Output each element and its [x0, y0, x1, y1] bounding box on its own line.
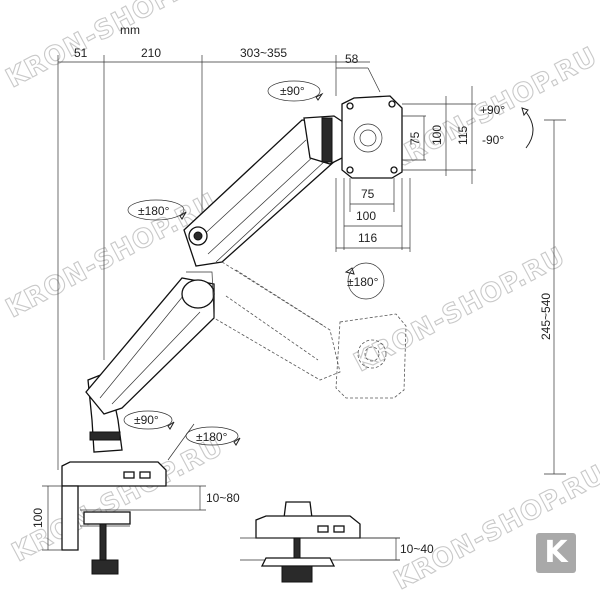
plate-h-100: 100: [356, 209, 376, 223]
rot-plate-top: ±90°: [280, 84, 305, 98]
vesa-plate-top: 75 100 115 75 100 116: [335, 86, 476, 252]
pole-ring: [89, 431, 121, 441]
dim-303-355: 303~355: [240, 46, 287, 60]
plate-v-100: 100: [430, 125, 444, 145]
brand-logo: K: [536, 533, 576, 573]
rot-plate: ±180°: [347, 275, 379, 289]
clamp-screw: [99, 523, 107, 565]
rot-elbow: ±180°: [138, 204, 170, 218]
plate-h-75: 75: [361, 187, 375, 201]
grommet-mount: 10~40: [240, 501, 434, 583]
clamp-body: [61, 485, 79, 551]
dim-58: 58: [345, 52, 359, 66]
vesa-plate: [341, 95, 403, 179]
grommet-desk: 10~40: [400, 542, 434, 556]
watermark-5: KRON-SHOP.RU: [7, 432, 228, 569]
elbow-joint: [181, 279, 215, 309]
watermark-6: KRON-SHOP.RU: [389, 460, 600, 597]
plate-v-75: 75: [408, 131, 422, 145]
height-range: 245~540: [539, 293, 553, 340]
grommet-plate: [260, 557, 336, 567]
height-dimension: 245~540: [539, 119, 566, 475]
unit-label: mm: [120, 23, 140, 37]
rot-base-swivel: ±90°: [134, 413, 159, 427]
watermark-1: KRON-SHOP.RU: [1, 0, 222, 94]
dim-51: 51: [74, 46, 88, 60]
watermark-4: KRON-SHOP.RU: [349, 242, 570, 379]
plate-v-115: 115: [456, 126, 470, 145]
monitor-arm: [85, 115, 347, 453]
clamp-mount: 100 10~80: [31, 461, 240, 575]
rot-tilt-down: -90°: [482, 133, 504, 147]
rot-base-rotate: ±180°: [196, 430, 228, 444]
plate-h-116: 116: [358, 231, 377, 245]
dim-210: 210: [141, 46, 161, 60]
ghost-arm: [213, 261, 407, 399]
rotation-indicators: ±90° +90° -90° ±180° ±180° ±90° ±180°: [123, 80, 534, 461]
clamp-height: 100: [31, 508, 45, 528]
top-dimension-chain: mm 51 210 303~355 58: [57, 23, 381, 470]
rot-tilt-up: +90°: [480, 103, 505, 117]
grommet-knob: [281, 565, 313, 583]
clamp-knob: [91, 559, 119, 575]
clamp-desk: 10~80: [206, 491, 240, 505]
